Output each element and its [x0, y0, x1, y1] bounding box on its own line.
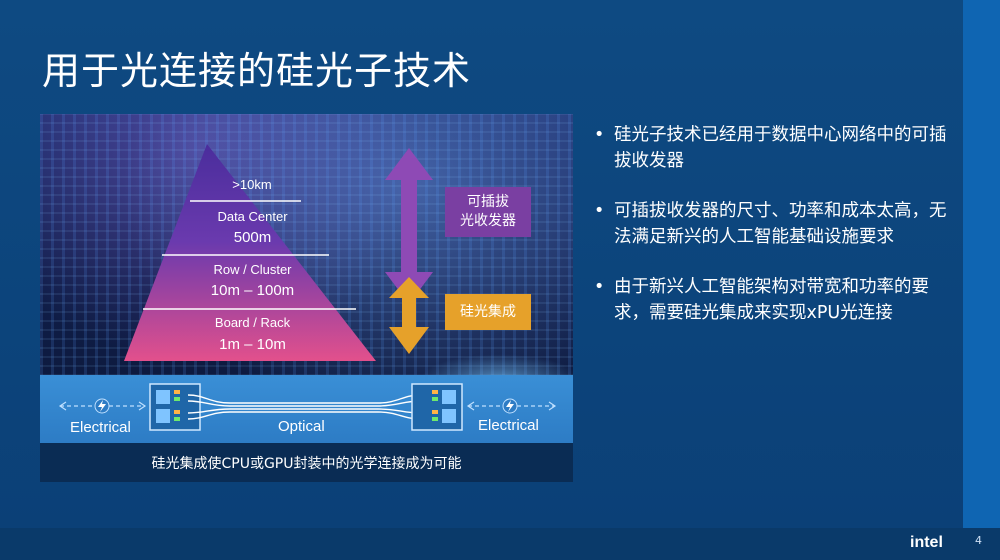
lightning-icon [502, 398, 518, 414]
tier-distance-top: >10km [232, 177, 272, 192]
interconnect-strip: Electrical Optical Electrical [40, 375, 573, 443]
bullet-item: • 由于新兴人工智能架构对带宽和功率的要求，需要硅光集成来实现xPU光连接 [594, 274, 949, 326]
bullet-list: • 硅光子技术已经用于数据中心网络中的可插拔收发器 • 可插拔收发器的尺寸、功率… [594, 122, 949, 350]
bullet-text: 可插拔收发器的尺寸、功率和成本太高，无法满足新兴的人工智能基础设施要求 [614, 201, 947, 247]
bullet-dot-icon: • [594, 201, 605, 221]
bullet-dot-icon: • [594, 125, 605, 145]
bullet-dot-icon: • [594, 277, 605, 297]
figure-caption: 硅光集成使CPU或GPU封装中的光学连接成为可能 [40, 443, 573, 482]
optical-link [187, 394, 421, 420]
bullet-text: 由于新兴人工智能架构对带宽和功率的要求，需要硅光集成来实现xPU光连接 [614, 277, 929, 323]
tier-distance-row-cluster: 10m – 100m [210, 282, 295, 299]
chip-icon-right [411, 383, 463, 431]
tier-distance-board-rack: 1m – 10m [219, 336, 286, 353]
page-number: 4 [975, 534, 982, 547]
slide-title: 用于光连接的硅光子技术 [42, 49, 472, 93]
footer-band [0, 528, 1000, 560]
figure-panel: >10km Data Center 500m Row / Cluster 10m… [40, 114, 573, 482]
tier-name-board-rack: Board / Rack [214, 315, 291, 330]
pluggable-label-line2: 光收发器 [460, 213, 516, 229]
bullet-item: • 可插拔收发器的尺寸、功率和成本太高，无法满足新兴的人工智能基础设施要求 [594, 198, 949, 250]
silicon-photonics-label: 硅光集成 [445, 294, 531, 330]
bullet-text: 硅光子技术已经用于数据中心网络中的可插拔收发器 [614, 125, 947, 171]
bullet-item: • 硅光子技术已经用于数据中心网络中的可插拔收发器 [594, 122, 949, 174]
accent-band [963, 0, 1000, 560]
arrow-layer [385, 148, 433, 354]
intel-logo: intel [910, 534, 943, 551]
pluggable-label-line1: 可插拔 [467, 194, 509, 211]
pluggable-transceiver-label: 可插拔 光收发器 [445, 187, 531, 237]
electrical-label-left: Electrical [70, 419, 131, 436]
tier-name-row-cluster: Row / Cluster [213, 262, 292, 277]
interconnect-diagram [58, 383, 557, 431]
optical-label: Optical [278, 418, 325, 435]
sip-range-arrow [389, 277, 429, 354]
lightning-icon [94, 398, 110, 414]
network-pyramid [124, 144, 376, 361]
electrical-label-right: Electrical [478, 417, 539, 434]
tier-distance-datacenter: 500m [233, 229, 272, 246]
pluggable-range-arrow [385, 148, 433, 304]
chip-icon-left [149, 383, 201, 431]
tier-name-datacenter: Data Center [217, 209, 288, 224]
pyramid-shape [124, 144, 376, 361]
